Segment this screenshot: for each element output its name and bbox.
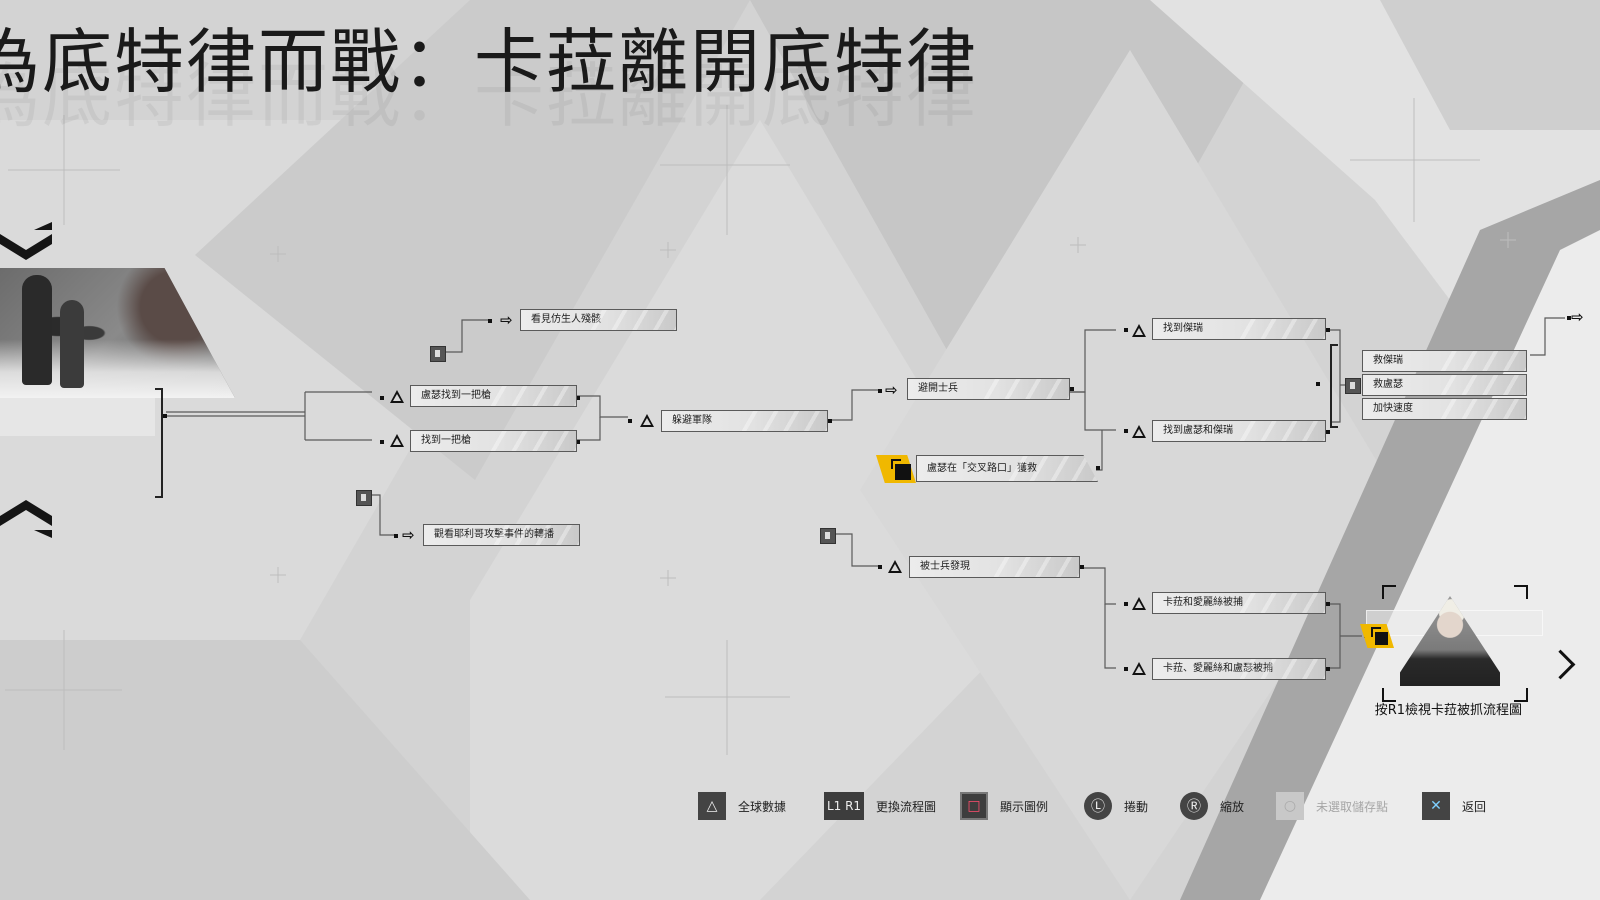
objective-triangle-icon xyxy=(1132,425,1146,438)
node-luther-found-gun[interactable]: 盧瑟找到一把槍 xyxy=(410,385,577,407)
node-found-gun[interactable]: 找到一把槍 xyxy=(410,430,577,452)
objective-triangle-icon xyxy=(390,390,404,403)
scroll-down-chevron-icon[interactable] xyxy=(0,498,54,538)
thumbnail-caption-panel xyxy=(0,398,155,436)
back-label: 返回 xyxy=(1462,799,1487,814)
checkpoint-lock-icon xyxy=(1345,378,1361,394)
scroll-label: 捲動 xyxy=(1124,799,1149,814)
show-legend-button[interactable]: □ 顯示圖例 xyxy=(960,786,1048,826)
zoom-label: 縮放 xyxy=(1220,799,1245,814)
node-kara-alice-luther-captured[interactable]: 卡菈、愛麗絲和盧瑟被捕 xyxy=(1152,658,1326,680)
next-flowchart-caption: 按R1檢視卡菈被抓流程圖 xyxy=(1374,703,1522,718)
zoom-button[interactable]: Ⓡ 縮放 xyxy=(1180,786,1244,826)
right-stick-icon: Ⓡ xyxy=(1180,792,1208,820)
node-saw-android-body[interactable]: 看見仿生人殘骸 xyxy=(520,309,677,331)
frame-corner xyxy=(1382,688,1396,702)
objective-triangle-icon xyxy=(1132,324,1146,337)
objective-triangle-icon xyxy=(390,434,404,447)
path-arrow-icon: ⇨ xyxy=(1571,308,1584,326)
frame-corner xyxy=(1514,688,1528,702)
objective-triangle-icon xyxy=(1132,597,1146,610)
node-avoid-army[interactable]: 躲避軍隊 xyxy=(661,410,828,432)
choice-group-bracket xyxy=(1330,344,1338,428)
objective-triangle-icon xyxy=(640,414,654,427)
start-bracket xyxy=(155,388,163,498)
thumbnail-figure-alice xyxy=(60,300,84,388)
global-data-label: 全球數據 xyxy=(738,799,787,814)
node-luther-saved-crossroads[interactable]: 盧瑟在「交叉路口」獲救 xyxy=(916,455,1098,482)
node-found-jerry[interactable]: 找到傑瑞 xyxy=(1152,318,1326,340)
checkpoint-lock-icon xyxy=(430,346,446,362)
frame-corner xyxy=(1382,585,1396,599)
path-arrow-icon: ⇨ xyxy=(402,526,415,544)
unlocked-lock-icon xyxy=(1371,627,1388,645)
checkpoint-select-button: ○ 未選取儲存點 xyxy=(1276,786,1388,826)
change-flowchart-button[interactable]: L1 R1 更換流程圖 xyxy=(824,786,936,826)
node-found-luther-jerry[interactable]: 找到盧瑟和傑瑞 xyxy=(1152,420,1326,442)
node-save-luther[interactable]: 救盧瑟 xyxy=(1362,374,1527,396)
circle-button-icon: ○ xyxy=(1276,792,1304,820)
checkpoint-lock-icon xyxy=(820,528,836,544)
scroll-up-chevron-icon[interactable] xyxy=(0,222,54,262)
node-save-jerry[interactable]: 救傑瑞 xyxy=(1362,350,1527,372)
node-speed-up[interactable]: 加快速度 xyxy=(1362,398,1527,420)
checkpoint-lock-icon xyxy=(356,490,372,506)
triangle-button-icon: △ xyxy=(698,792,726,820)
scroll-button[interactable]: Ⓛ 捲動 xyxy=(1084,786,1148,826)
node-kara-alice-captured[interactable]: 卡菈和愛麗絲被捕 xyxy=(1152,592,1326,614)
checkpoint-select-label: 未選取儲存點 xyxy=(1316,799,1389,814)
objective-triangle-icon xyxy=(888,560,902,573)
global-data-button[interactable]: △ 全球數據 xyxy=(698,786,786,826)
thumbnail-figure-kara xyxy=(22,275,52,385)
unlocked-lock-icon xyxy=(891,459,911,480)
controls-bar: △ 全球數據 L1 R1 更換流程圖 □ 顯示圖例 Ⓛ 捲動 Ⓡ 縮放 ○ 未選… xyxy=(0,786,1600,826)
show-legend-label: 顯示圖例 xyxy=(1000,799,1049,814)
change-flowchart-label: 更換流程圖 xyxy=(876,799,937,814)
node-avoid-soldier[interactable]: 避開士兵 xyxy=(907,378,1070,400)
l1-r1-button-icon: L1 R1 xyxy=(824,792,864,820)
node-found-by-soldier[interactable]: 被士兵發現 xyxy=(909,556,1080,578)
objective-triangle-icon xyxy=(1132,662,1146,675)
node-watch-jericho-news[interactable]: 觀看耶利哥攻擊事件的轉播 xyxy=(423,524,580,546)
back-button[interactable]: ✕ 返回 xyxy=(1422,786,1486,826)
square-button-icon: □ xyxy=(960,792,988,820)
chapter-title: 為底特律而戰：卡菈離開底特律 xyxy=(0,21,978,103)
cross-button-icon: ✕ xyxy=(1422,792,1450,820)
path-arrow-icon: ⇨ xyxy=(885,381,898,399)
path-arrow-icon: ⇨ xyxy=(500,311,513,329)
left-stick-icon: Ⓛ xyxy=(1084,792,1112,820)
frame-corner xyxy=(1514,585,1528,599)
